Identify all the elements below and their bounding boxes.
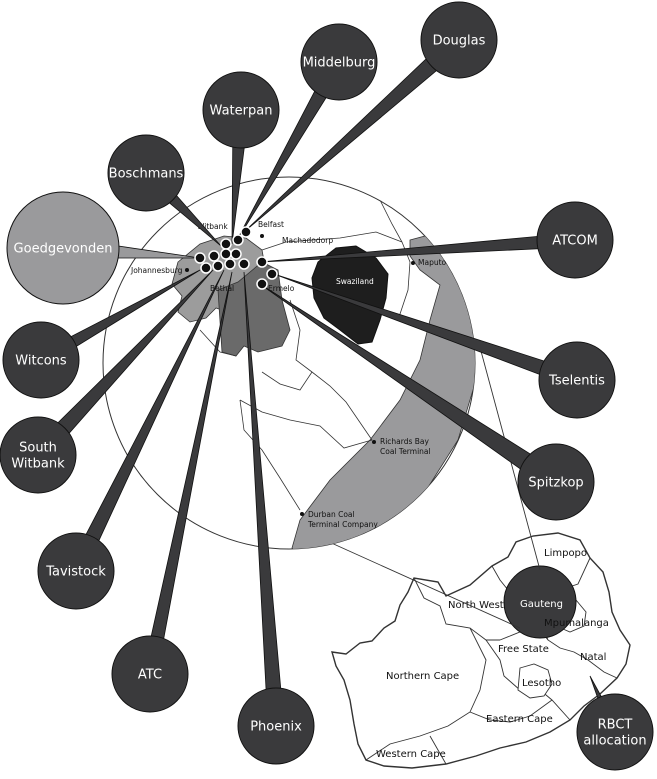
place-label-durban-1: Durban Coal (308, 510, 355, 519)
province-label-north-west: North West (448, 600, 504, 611)
mine-bubble-tselentis[interactable]: Tselentis (538, 341, 616, 419)
mine-label: allocation (583, 734, 646, 749)
mine-bubble-waterpan[interactable]: Waterpan (202, 71, 280, 149)
mine-bubble-atcom[interactable]: ATCOM (536, 201, 614, 279)
mine-bubble-circle (111, 635, 189, 713)
mine-bubble-phoenix[interactable]: Phoenix (237, 687, 315, 765)
mine-bubble-circle (107, 134, 185, 212)
mine-label: South (19, 441, 57, 456)
dot-johannesburg (185, 268, 189, 272)
mine-bubble-circle (517, 443, 595, 521)
province-label-limpopo: Limpopo (544, 548, 587, 559)
mine-bubble-circle (6, 191, 120, 305)
mine-location-marker (238, 258, 250, 270)
mine-bubble-circle (300, 23, 378, 101)
gauteng-highlight[interactable] (503, 565, 577, 639)
mine-bubble-circle (536, 201, 614, 279)
mine-location-marker (194, 252, 206, 264)
mine-bubble-atc[interactable]: ATC (111, 635, 189, 713)
south-africa-inset-map: Limpopo North West Gauteng Mpumalanga Fr… (331, 532, 631, 769)
place-label-durban-2: Terminal Company (307, 520, 378, 529)
place-label-belfast: Belfast (258, 220, 284, 229)
mine-bubble-goedgevonden[interactable]: Goedgevonden (6, 191, 120, 305)
mine-label: Phoenix (250, 720, 302, 735)
mine-label: Tselentis (548, 374, 605, 389)
province-label-free-state: Free State (498, 644, 549, 655)
place-label-maputo: Maputo (418, 258, 447, 267)
place-label-machadodorp: Machadodorp (282, 236, 333, 245)
mine-markers (194, 226, 278, 290)
mine-label: Witbank (11, 457, 65, 472)
mine-label: Witcons (15, 354, 67, 369)
mine-bubble-witcons[interactable]: Witcons (2, 321, 80, 399)
mine-label: Douglas (433, 34, 486, 49)
place-label-ermelo: Ermelo (268, 284, 295, 293)
mine-label: Boschmans (109, 167, 184, 182)
province-label-gauteng: Gauteng (520, 599, 563, 610)
province-label-mpumalanga: Mpumalanga (544, 618, 609, 629)
mine-label: ATCOM (552, 234, 598, 249)
mine-location-marker (266, 268, 278, 280)
mine-bubble-tavistock[interactable]: Tavistock (37, 532, 115, 610)
mine-location-marker (230, 248, 242, 260)
province-label-lesotho: Lesotho (522, 678, 561, 689)
dot-belfast (260, 234, 264, 238)
mine-bubble-circle (0, 416, 77, 494)
mine-bubble-spitzkop[interactable]: Spitzkop (517, 443, 595, 521)
mine-bubble-circle (237, 687, 315, 765)
mine-location-marker (200, 262, 212, 274)
mine-label: Middelburg (303, 56, 376, 71)
mine-location-marker (232, 234, 244, 246)
mine-bubble-circle (2, 321, 80, 399)
place-labels: Witbank Belfast Machadodorp Johannesburg… (130, 220, 447, 529)
place-label-swaziland: Swaziland (336, 277, 374, 286)
mine-label: Tavistock (45, 565, 106, 580)
swaziland (311, 245, 389, 345)
province-label-western-cape: Western Cape (376, 749, 446, 760)
lesotho-outline (517, 663, 553, 699)
mine-label: Goedgevonden (14, 242, 113, 257)
mine-label: ATC (138, 668, 162, 683)
mine-location-marker (256, 278, 268, 290)
mine-location-marker (256, 256, 268, 268)
mine-location-marker (208, 250, 220, 262)
mine-label: RBCT (598, 718, 633, 733)
mine-bubble-douglas[interactable]: Douglas (420, 1, 498, 79)
mine-label: Spitzkop (528, 476, 583, 491)
mine-bubble-circle (420, 1, 498, 79)
mine-location-marker (212, 260, 224, 272)
mine-bubble-circle (538, 341, 616, 419)
mine-bubble-boschmans[interactable]: Boschmans (107, 134, 185, 212)
province-label-natal: Natal (580, 652, 606, 663)
place-label-johannesburg: Johannesburg (130, 266, 183, 275)
province-label-eastern-cape: Eastern Cape (486, 714, 553, 725)
coastal-band (291, 231, 475, 549)
dot-durban (300, 512, 304, 516)
mine-location-marker (220, 238, 232, 250)
mine-bubble-circle (202, 71, 280, 149)
place-label-bethal: Bethal (210, 284, 234, 293)
mine-label: Waterpan (210, 104, 273, 119)
mine-location-marker (224, 258, 236, 270)
dot-richards-bay (372, 440, 376, 444)
dot-maputo (411, 261, 415, 265)
mine-bubble-circle (37, 532, 115, 610)
mine-bubble-middelburg[interactable]: Middelburg (300, 23, 378, 101)
province-label-northern-cape: Northern Cape (386, 671, 459, 682)
place-label-richards-bay-1: Richards Bay (380, 437, 430, 446)
mine-location-marker (240, 226, 252, 238)
place-label-richards-bay-2: Coal Terminal (380, 447, 431, 456)
mine-location-marker (220, 248, 232, 260)
place-label-witbank: Witbank (197, 222, 228, 231)
callout-wedges (30, 32, 621, 735)
mine-bubble-circle (576, 693, 654, 771)
